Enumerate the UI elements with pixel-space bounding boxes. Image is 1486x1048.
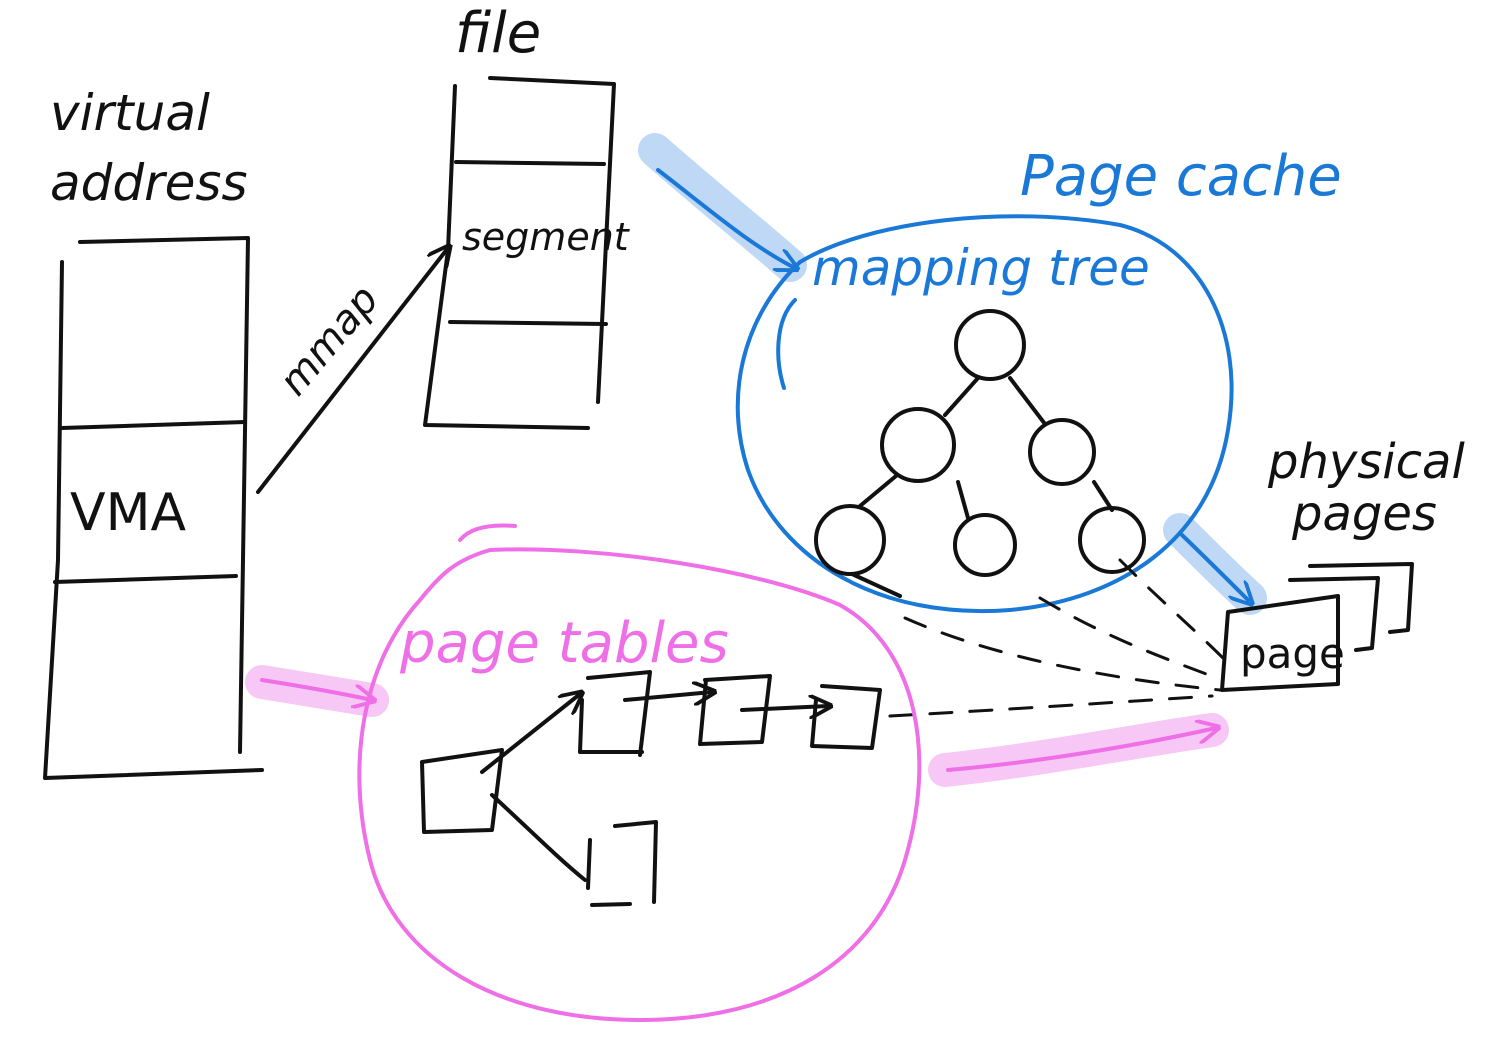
vma-label: VMA bbox=[70, 483, 186, 543]
tree-node-root bbox=[954, 309, 1026, 381]
tables-to-pages-arrow bbox=[946, 728, 1216, 772]
vma-bottom-divider bbox=[53, 574, 238, 584]
tree-node-right bbox=[1028, 418, 1096, 486]
physical-pages: physical pages page bbox=[1180, 434, 1465, 692]
pt-edge-root-to-child bbox=[490, 793, 587, 882]
blue-highlight-file-to-cache bbox=[638, 133, 807, 282]
vaddr-column-box bbox=[43, 236, 264, 780]
dash-cache-to-page-1 bbox=[903, 616, 1222, 692]
tree-leaf-2 bbox=[953, 513, 1017, 577]
tree-leaf-3 bbox=[1078, 506, 1146, 574]
page-table-tree bbox=[420, 670, 882, 907]
page-tables-circle bbox=[357, 547, 922, 1022]
dash-cache-to-page-3 bbox=[1118, 558, 1227, 662]
dash-tables-to-page bbox=[888, 694, 1214, 718]
virtual-address-label-line2: address bbox=[50, 154, 248, 212]
pt-level2-box-2 bbox=[698, 674, 772, 746]
page-tables-circle-tail bbox=[458, 523, 517, 542]
blue-highlight-cache-to-pages bbox=[1163, 513, 1267, 615]
file-bottom-divider bbox=[448, 320, 608, 326]
vma-top-divider bbox=[60, 420, 247, 430]
virtual-address-label-line1: virtual bbox=[50, 84, 210, 142]
tree-node-left bbox=[880, 407, 956, 483]
page-cache-label: Page cache bbox=[1020, 144, 1342, 209]
page-stack-front bbox=[1220, 594, 1340, 692]
dash-cache-to-page-2 bbox=[1038, 596, 1224, 682]
file-to-cache-arrow bbox=[656, 168, 795, 268]
tree-edges bbox=[850, 376, 1114, 598]
mapping-tree bbox=[814, 309, 1146, 598]
mapping-tree-label: mapping tree bbox=[812, 239, 1150, 297]
page-cache: Page cache mapping tree bbox=[656, 144, 1342, 614]
page-tables-label: page tables bbox=[399, 611, 729, 676]
page-cache-circle bbox=[735, 214, 1234, 614]
mmap-label: mmap bbox=[270, 277, 387, 405]
pt-edge-level2-2-to-3 bbox=[740, 706, 828, 710]
virtual-address-space: virtual address VMA bbox=[43, 84, 264, 780]
file-column-box bbox=[423, 76, 616, 430]
dashed-mappings bbox=[888, 558, 1227, 718]
tree-leaf-1 bbox=[814, 504, 886, 576]
segment-label: segment bbox=[462, 215, 631, 259]
page-cache-circle-tail bbox=[776, 298, 797, 390]
file-column: file segment bbox=[423, 1, 631, 430]
page-tables: page tables bbox=[260, 523, 1216, 1022]
pt-root-box bbox=[420, 748, 504, 834]
page-stack-back bbox=[1308, 562, 1414, 634]
mmap-arrow: mmap bbox=[256, 248, 448, 494]
pt-level2-box-3 bbox=[810, 684, 882, 750]
physical-pages-label-line1: physical bbox=[1267, 434, 1465, 490]
file-top-divider bbox=[454, 160, 606, 166]
page-stack-middle bbox=[1288, 576, 1380, 652]
cache-to-pages-arrow bbox=[1180, 533, 1250, 602]
pt-edge-level2-1-to-2 bbox=[623, 692, 712, 700]
page-label: page bbox=[1240, 629, 1345, 678]
physical-pages-label-line2: pages bbox=[1291, 486, 1437, 542]
pt-level2-box-1 bbox=[578, 670, 652, 757]
mmap-arrow-line bbox=[256, 248, 448, 494]
pt-edge-root-to-level2 bbox=[480, 694, 580, 774]
vma-to-tables-arrow bbox=[260, 678, 372, 700]
pt-child-box bbox=[586, 820, 658, 907]
file-label: file bbox=[455, 1, 541, 66]
